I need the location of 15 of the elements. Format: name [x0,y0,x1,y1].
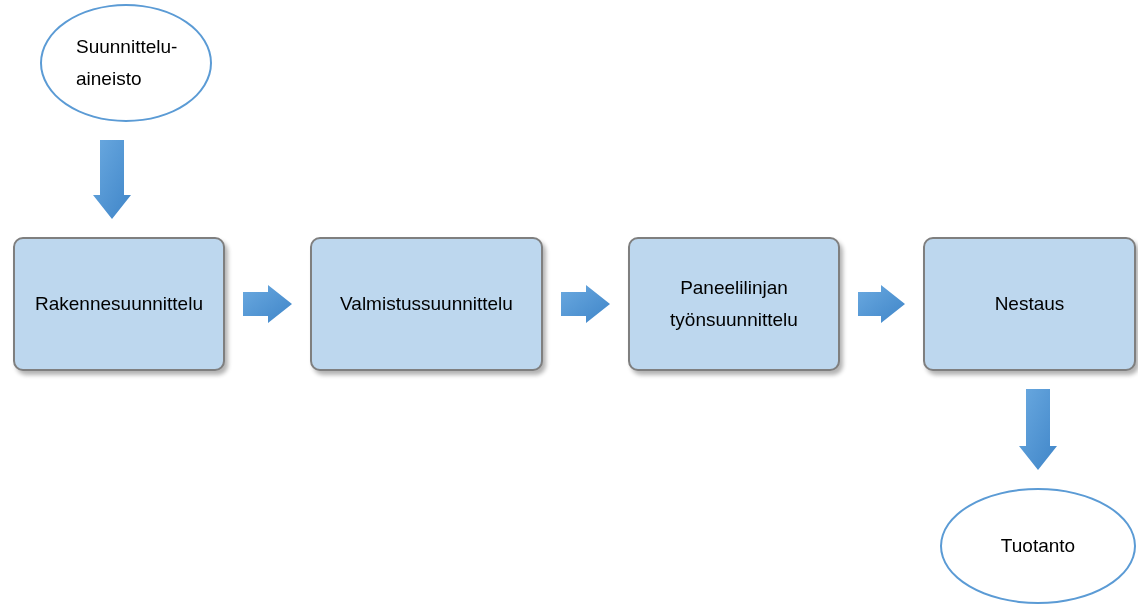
process-box [310,237,543,371]
node-label: Rakennesuunnittelu [35,292,203,316]
block-arrow [93,140,131,219]
node-label: Nestaus [994,292,1065,316]
block-arrow [1019,389,1057,470]
block-arrow [858,285,905,323]
block-arrow [561,285,610,323]
node-label: Suunnittelu- aineisto [76,35,176,91]
block-arrow [243,285,292,323]
node-label: Tuotanto [1000,534,1076,558]
process-box [628,237,840,371]
process-box [923,237,1136,371]
process-box [13,237,225,371]
node-label: Valmistussuunnittelu [340,292,513,316]
node-label: Paneelilinjan työnsuunnittelu [669,276,799,332]
